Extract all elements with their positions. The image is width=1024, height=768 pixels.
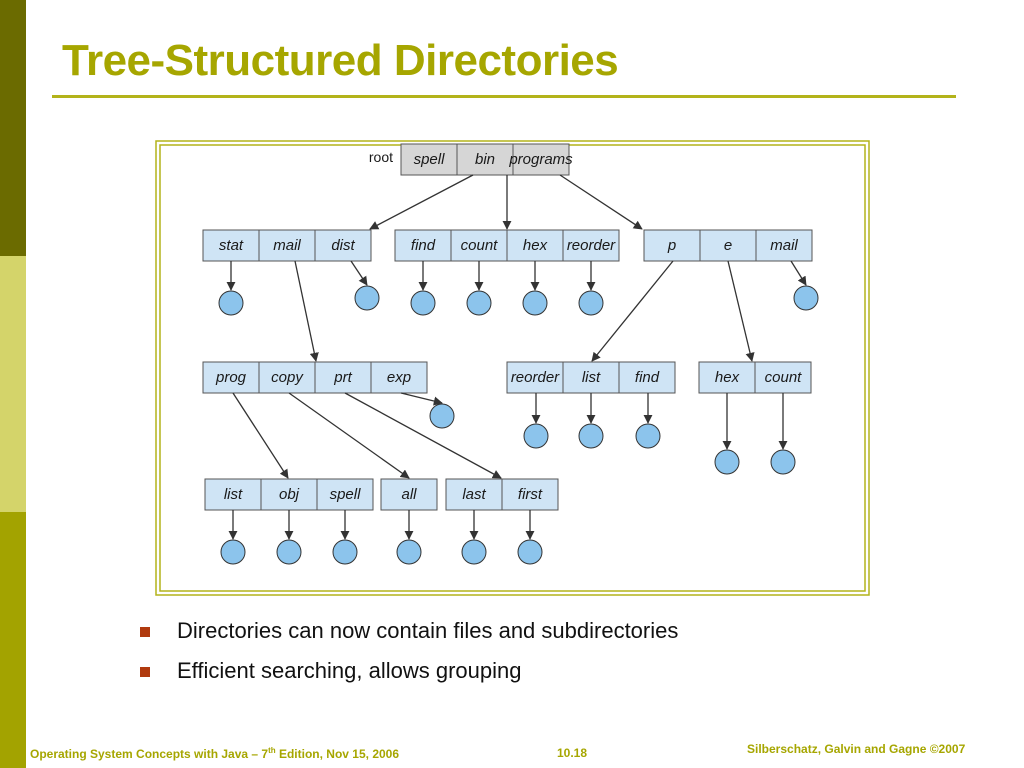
directory-entry-label: obj xyxy=(279,486,300,503)
file-node xyxy=(429,403,455,429)
file-node xyxy=(578,290,604,316)
directory-entry-cell xyxy=(258,361,316,394)
directory-entry-label: prog xyxy=(215,369,247,386)
pointer-arrow xyxy=(232,392,289,479)
directory-entry-label: hex xyxy=(523,237,548,254)
directory-entry-cell xyxy=(202,361,260,394)
directory-entry-label: copy xyxy=(271,369,304,386)
sidebar-segment-dark xyxy=(0,0,26,256)
pointer-arrow xyxy=(350,260,368,286)
pointer-arrow xyxy=(591,260,674,362)
footer-copyright: Silberschatz, Galvin and Gagne ©2007 xyxy=(747,742,966,756)
directory-entry-label: all xyxy=(401,486,417,503)
directory-entry-label: find xyxy=(635,369,660,386)
pointer-arrow xyxy=(559,174,643,230)
directory-entry-label: spell xyxy=(414,151,446,168)
directory-entry-cell xyxy=(618,361,676,394)
slide-title: Tree-Structured Directories xyxy=(62,36,619,85)
file-node xyxy=(461,539,487,565)
file-node xyxy=(332,539,358,565)
directory-entry-label: exp xyxy=(387,369,411,386)
pointer-arrow xyxy=(288,392,410,479)
directory-entry-label: list xyxy=(224,486,243,503)
file-node xyxy=(793,285,819,311)
slide-footer: Operating System Concepts with Java – 7t… xyxy=(0,742,1024,766)
directory-entry-cell xyxy=(506,361,564,394)
file-node xyxy=(522,290,548,316)
file-node xyxy=(770,449,796,475)
directory-entry-cell xyxy=(314,229,372,262)
sidebar-segment-medium xyxy=(0,512,26,768)
directory-entry-label: programs xyxy=(508,151,573,168)
directory-entry-cell xyxy=(456,143,514,176)
directory-entry-label: last xyxy=(462,486,486,503)
directory-entry-cell xyxy=(754,361,812,394)
directory-entry-cell xyxy=(512,143,570,176)
file-node xyxy=(220,539,246,565)
bullet-text: Directories can now contain files and su… xyxy=(177,618,679,643)
sidebar-segment-light xyxy=(0,256,26,512)
directory-entry-label: prt xyxy=(333,369,352,386)
directory-entry-cell xyxy=(699,229,757,262)
file-node xyxy=(466,290,492,316)
directory-entry-label: count xyxy=(461,237,499,254)
pointer-arrow xyxy=(790,260,807,286)
directory-entry-label: first xyxy=(518,486,543,503)
directory-entry-label: mail xyxy=(770,237,798,254)
directory-entry-label: hex xyxy=(715,369,740,386)
file-node xyxy=(396,539,422,565)
bullet-marker xyxy=(140,627,150,637)
file-node xyxy=(354,285,380,311)
sidebar-decoration xyxy=(0,0,26,768)
footer-page-number: 10.18 xyxy=(557,746,588,760)
bullet-text: Efficient searching, allows grouping xyxy=(177,658,522,683)
directory-entry-cell xyxy=(370,361,428,394)
file-node xyxy=(714,449,740,475)
directory-entry-label: spell xyxy=(330,486,362,503)
directory-entry-cell xyxy=(260,478,318,511)
directory-tree-diagram: spell bin programs stat mail dist find count hex… xyxy=(155,140,870,596)
title-underline xyxy=(52,95,956,98)
directory-tree-figure: spell bin programs stat mail dist find count hex… xyxy=(155,140,870,596)
directory-entry-cell xyxy=(394,229,452,262)
directory-entry-cell xyxy=(202,229,260,262)
pointer-arrow xyxy=(344,392,502,479)
file-node xyxy=(523,423,549,449)
directory-entry-label: reorder xyxy=(567,237,616,254)
pointer-arrow xyxy=(727,260,755,362)
directory-entry-label: bin xyxy=(475,151,495,168)
directory-entry-label: find xyxy=(411,237,436,254)
root-label: root xyxy=(369,149,393,165)
file-node xyxy=(276,539,302,565)
directory-entry-label: mail xyxy=(273,237,301,254)
directory-entry-label: list xyxy=(582,369,601,386)
directory-entry-cell xyxy=(258,229,316,262)
frame-outer xyxy=(155,140,870,596)
file-node xyxy=(635,423,661,449)
pointer-arrow xyxy=(294,260,319,362)
directory-entry-label: reorder xyxy=(511,369,560,386)
directory-entry-label: dist xyxy=(331,237,355,254)
directory-entry-cell xyxy=(501,478,559,511)
file-node xyxy=(410,290,436,316)
pointer-arrow xyxy=(400,392,443,406)
directory-entry-label: count xyxy=(765,369,803,386)
file-node xyxy=(517,539,543,565)
file-node xyxy=(578,423,604,449)
directory-entry-label: stat xyxy=(219,237,244,254)
directory-entry-cell xyxy=(755,229,813,262)
directory-entry-label: p xyxy=(667,237,676,254)
pointer-arrow xyxy=(369,174,474,230)
directory-entry-label: e xyxy=(724,237,732,254)
file-node xyxy=(218,290,244,316)
footer-book-title: Operating System Concepts with Java – 7t… xyxy=(30,746,400,761)
bullet-marker xyxy=(140,667,150,677)
